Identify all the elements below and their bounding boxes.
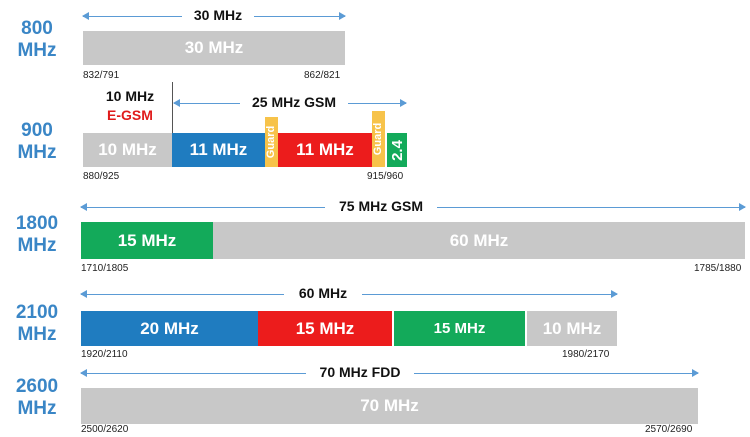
segment-2600-gray: 70 MHz <box>81 388 698 424</box>
guard-band-2: Guard <box>372 111 385 167</box>
segment-1800-green: 15 MHz <box>81 222 213 259</box>
egsm-name-label: E-GSM <box>107 107 153 123</box>
segment-1800-gray: 60 MHz <box>213 222 745 259</box>
band-label-2100: 2100 MHz <box>15 302 59 345</box>
freq-1800-left: 1710/1805 <box>81 263 129 274</box>
freq-800-left: 832/791 <box>83 70 120 81</box>
band-label-2600: 2600 MHz <box>15 376 59 419</box>
span-title-900: 25 MHz GSM <box>240 94 348 110</box>
segment-900-green-label: 2.4 <box>388 139 406 161</box>
guard-band-1: Guard <box>265 117 278 167</box>
egsm-mhz-label: 10 MHz <box>105 88 155 104</box>
band-label-900: 900 MHz <box>17 120 57 163</box>
segment-900-egsm: 10 MHz <box>83 133 172 167</box>
freq-2600-left: 2500/2620 <box>81 424 129 435</box>
span-title-800: 30 MHz <box>182 7 254 23</box>
freq-800-right: 862/821 <box>304 70 341 81</box>
freq-1800-right: 1785/1880 <box>694 263 742 274</box>
span-title-2100: 60 MHz <box>284 285 362 301</box>
segment-900-blue: 11 MHz <box>172 133 265 167</box>
segment-2100-blue: 20 MHz <box>81 311 258 346</box>
freq-900-right: 915/960 <box>367 171 404 182</box>
segment-800-30mhz: 30 MHz <box>83 31 345 65</box>
segment-2100-gray: 10 MHz <box>527 311 617 346</box>
segment-2100-green: 15 MHz <box>394 311 525 346</box>
band-label-800: 800 MHz <box>17 18 57 61</box>
freq-2100-left: 1920/2110 <box>81 349 128 360</box>
span-title-2600: 70 MHz FDD <box>306 364 414 380</box>
segment-2100-red: 15 MHz <box>258 311 392 346</box>
freq-2600-right: 2570/2690 <box>645 424 693 435</box>
segment-900-red: 11 MHz <box>278 133 372 167</box>
guard-band-2-label: Guard <box>372 122 385 156</box>
segment-900-green: 2.4 <box>387 133 407 167</box>
band-label-1800: 1800 MHz <box>15 213 59 256</box>
span-title-1800: 75 MHz GSM <box>325 198 437 214</box>
egsm-divider-line <box>172 82 173 134</box>
freq-900-left: 880/925 <box>83 171 120 182</box>
guard-band-1-label: Guard <box>265 125 278 159</box>
freq-2100-right: 1980/2170 <box>562 349 610 360</box>
